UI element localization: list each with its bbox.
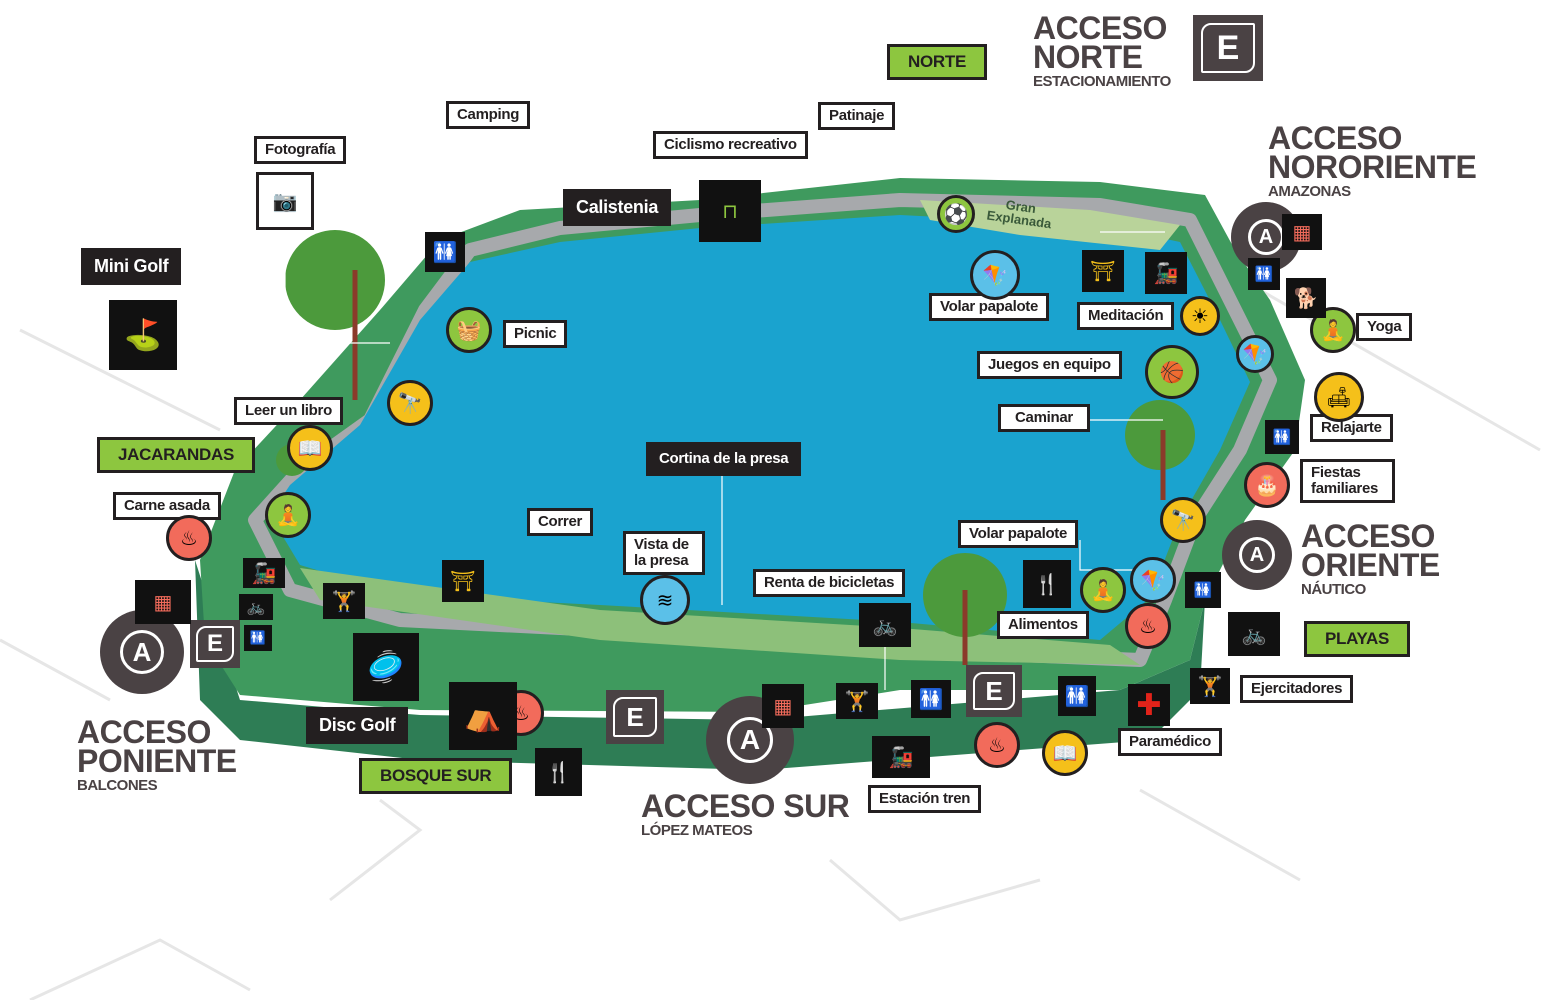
- disc-golf-icon[interactable]: 🥏: [353, 633, 419, 701]
- label-disc-golf[interactable]: Disc Golf: [306, 707, 409, 744]
- label-paramedico[interactable]: Paramédico: [1118, 728, 1223, 756]
- exercise-icon-east[interactable]: 🏋: [1190, 668, 1230, 704]
- grill-icon-south[interactable]: ♨: [974, 722, 1020, 768]
- kite-icon-east[interactable]: 🪁: [1236, 335, 1274, 373]
- grill-icon[interactable]: ♨: [166, 515, 212, 561]
- label-relajarte[interactable]: Relajarte: [1310, 414, 1393, 442]
- train-icon-north[interactable]: 🚂: [1145, 252, 1187, 294]
- label-patinaje[interactable]: Patinaje: [818, 102, 896, 130]
- restroom-icon-se[interactable]: 🚻: [1058, 676, 1096, 716]
- train-icon-west[interactable]: 🚂: [243, 558, 285, 588]
- label-yoga[interactable]: Yoga: [1356, 313, 1413, 341]
- ball-games-icon[interactable]: ⚽: [937, 195, 975, 233]
- reading-icon-south[interactable]: 📖: [1042, 730, 1088, 776]
- restroom-icon-west[interactable]: 🚻: [244, 625, 272, 651]
- grill-icon-east[interactable]: ♨: [1125, 603, 1171, 649]
- lockers-icon-north[interactable]: ▦: [1282, 214, 1322, 250]
- kite-icon[interactable]: 🪁: [970, 250, 1020, 300]
- bike-rental-icon[interactable]: 🚲: [859, 603, 911, 647]
- label-playas[interactable]: PLAYAS: [1304, 621, 1411, 657]
- relax-icon[interactable]: 🛋: [1314, 372, 1364, 422]
- label-leer-un-libro[interactable]: Leer un libro: [234, 397, 343, 425]
- label-correr[interactable]: Correr: [527, 508, 594, 536]
- restroom-icon-north[interactable]: 🚻: [425, 232, 465, 272]
- binoculars-icon-east[interactable]: 🔭: [1160, 497, 1206, 543]
- label-meditacion[interactable]: Meditación: [1077, 302, 1175, 330]
- restroom-icon-south[interactable]: 🚻: [911, 680, 951, 718]
- calisthenics-icon[interactable]: ⊓: [699, 180, 761, 242]
- train-station-icon[interactable]: 🚂: [872, 736, 930, 778]
- label-camping[interactable]: Camping: [446, 101, 531, 129]
- label-jacarandas[interactable]: JACARANDAS: [97, 437, 256, 473]
- bike-icon-playas[interactable]: 🚲: [1228, 612, 1280, 656]
- access-marker-poniente[interactable]: A: [100, 610, 184, 694]
- label-caminar[interactable]: Caminar: [998, 404, 1090, 432]
- label-vista-de-la-presa[interactable]: Vista de la presa: [623, 531, 705, 575]
- exercise-icon-south[interactable]: 🏋: [836, 683, 878, 719]
- label-norte[interactable]: NORTE: [887, 44, 988, 80]
- yoga-icon-south[interactable]: 🧘: [1080, 567, 1126, 613]
- meditation-sun-icon[interactable]: ☀: [1180, 296, 1220, 336]
- restroom-icon-ne[interactable]: 🚻: [1248, 258, 1280, 290]
- exercise-icon-west[interactable]: 🏋: [323, 583, 365, 619]
- label-picnic[interactable]: Picnic: [503, 320, 568, 348]
- label-mini-golf[interactable]: Mini Golf: [81, 248, 182, 285]
- picnic-icon[interactable]: 🧺: [446, 307, 492, 353]
- kite-icon-south[interactable]: 🪁: [1130, 557, 1176, 603]
- yoga-icon[interactable]: 🧘: [1310, 307, 1356, 353]
- label-calistenia[interactable]: Calistenia: [563, 189, 672, 226]
- camping-tent-icon[interactable]: ⛺: [449, 682, 517, 750]
- dam-view-icon[interactable]: ≋: [640, 575, 690, 625]
- food-icon-east[interactable]: 🍴: [1023, 560, 1071, 608]
- label-carne-asada[interactable]: Carne asada: [113, 492, 221, 520]
- mini-golf-icon[interactable]: ⛳: [109, 300, 177, 370]
- label-cortina-de-la-presa[interactable]: Cortina de la presa: [646, 442, 802, 476]
- paramedic-icon[interactable]: ✚: [1128, 684, 1170, 726]
- meditation-icon[interactable]: 🧘: [265, 492, 311, 538]
- lockers-icon-west[interactable]: ▦: [135, 580, 191, 624]
- label-estacion-tren[interactable]: Estación tren: [868, 785, 982, 813]
- label-bosque-sur[interactable]: BOSQUE SUR: [359, 758, 513, 794]
- parking-icon-oriente[interactable]: E: [966, 665, 1022, 717]
- parking-icon-sur[interactable]: E: [606, 690, 664, 744]
- label-alimentos[interactable]: Alimentos: [997, 611, 1089, 639]
- label-renta-de-bicicletas[interactable]: Renta de bicicletas: [753, 569, 906, 597]
- binoculars-icon[interactable]: 🔭: [387, 380, 433, 426]
- label-ciclismo-recreativo[interactable]: Ciclismo recreativo: [653, 131, 808, 159]
- restroom-icon-east[interactable]: 🚻: [1265, 420, 1299, 454]
- label-juegos-en-equipo[interactable]: Juegos en equipo: [977, 351, 1122, 379]
- photographer-icon[interactable]: 📷: [256, 172, 314, 230]
- parking-icon-norte[interactable]: E: [1193, 15, 1263, 81]
- land-front: [195, 560, 1205, 770]
- bike-icon-west[interactable]: 🚲: [239, 594, 273, 620]
- label-ejercitadores[interactable]: Ejercitadores: [1240, 675, 1354, 703]
- party-icon[interactable]: 🎂: [1244, 462, 1290, 508]
- reading-icon[interactable]: 📖: [287, 425, 333, 471]
- parking-icon-poniente[interactable]: E: [190, 620, 240, 668]
- connector-lines: [178, 230, 1165, 690]
- meditation-building-icon-west[interactable]: ⛩: [442, 560, 484, 602]
- label-fotografia[interactable]: Fotografía: [254, 136, 347, 164]
- label-fiestas-familiares[interactable]: Fiestas familiares: [1300, 459, 1395, 503]
- dog-icon[interactable]: 🐕: [1286, 278, 1326, 318]
- access-marker-oriente[interactable]: A: [1222, 520, 1292, 590]
- meditation-building-icon[interactable]: ⛩: [1082, 250, 1124, 292]
- team-games-icon[interactable]: 🏀: [1145, 345, 1199, 399]
- food-icon-south[interactable]: 🍴: [535, 748, 582, 796]
- restroom-icon-oriente[interactable]: 🚻: [1185, 572, 1221, 608]
- lockers-icon-south[interactable]: ▦: [762, 684, 804, 728]
- label-volar-papalote-sur[interactable]: Volar papalote: [958, 520, 1079, 548]
